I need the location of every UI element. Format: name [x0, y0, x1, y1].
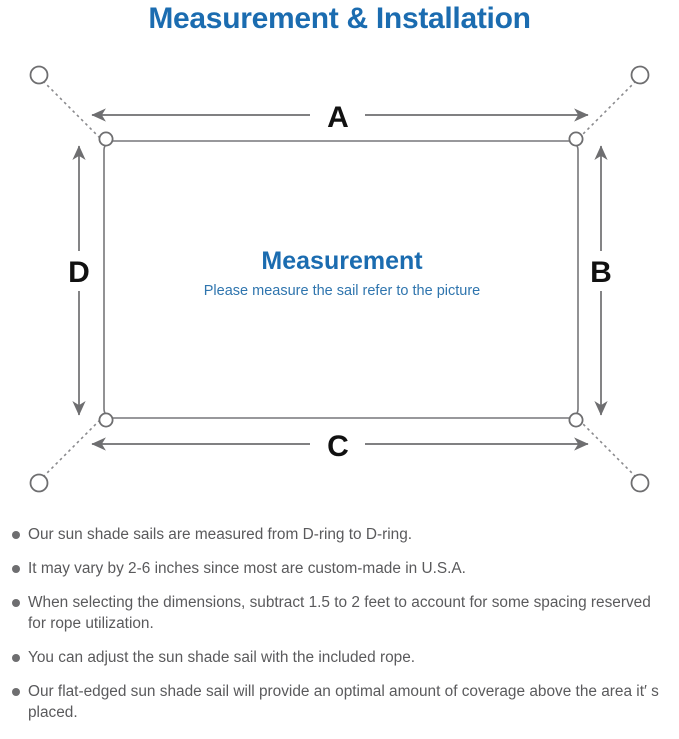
d-rings	[98, 131, 584, 428]
rope-line-top-left	[43, 81, 101, 139]
rope-line-bottom-left	[43, 419, 101, 477]
notes-list: Our sun shade sails are measured from D-…	[0, 524, 679, 723]
d-ring-bottom-left	[98, 412, 114, 428]
d-ring-top-right	[568, 131, 584, 147]
measurement-diagram-svg: A C D B Measurement Please measure the s…	[29, 65, 650, 493]
rope-line-top-right	[578, 81, 636, 139]
bullet-icon	[12, 688, 20, 696]
list-item: You can adjust the sun shade sail with t…	[0, 647, 679, 668]
note-text: You can adjust the sun shade sail with t…	[28, 649, 416, 666]
bullet-icon	[12, 599, 20, 607]
bullet-icon	[12, 565, 20, 573]
list-item: Our flat-edged sun shade sail will provi…	[0, 681, 679, 723]
note-text: When selecting the dimensions, subtract …	[28, 594, 651, 632]
anchor-points	[29, 65, 650, 493]
page-title: Measurement & Installation	[148, 2, 531, 35]
note-text: Our sun shade sails are measured from D-…	[28, 526, 413, 543]
rope-lines	[43, 81, 636, 477]
bullet-icon	[12, 654, 20, 662]
bullet-icon	[12, 531, 20, 539]
dimension-label-b: B	[590, 256, 612, 289]
measurement-diagram: A C D B Measurement Please measure the s…	[0, 48, 679, 518]
note-text: Our flat-edged sun shade sail will provi…	[28, 683, 659, 721]
dimension-label-c: C	[327, 430, 349, 463]
diagram-center-heading: Measurement	[261, 247, 423, 275]
sail-body	[103, 140, 579, 419]
dimension-label-a: A	[327, 101, 349, 134]
dimension-label-d: D	[68, 256, 90, 289]
d-ring-bottom-right	[568, 412, 584, 428]
list-item: When selecting the dimensions, subtract …	[0, 592, 679, 634]
rope-line-bottom-right	[578, 419, 636, 477]
d-ring-top-left	[98, 131, 114, 147]
anchor-point-bottom-right	[630, 473, 650, 493]
anchor-point-bottom-left	[29, 473, 49, 493]
anchor-point-top-right	[630, 65, 650, 85]
diagram-center-subtext: Please measure the sail refer to the pic…	[204, 283, 480, 299]
list-item: Our sun shade sails are measured from D-…	[0, 524, 679, 545]
anchor-point-top-left	[29, 65, 49, 85]
list-item: It may vary by 2-6 inches since most are…	[0, 558, 679, 579]
note-text: It may vary by 2-6 inches since most are…	[28, 560, 466, 577]
